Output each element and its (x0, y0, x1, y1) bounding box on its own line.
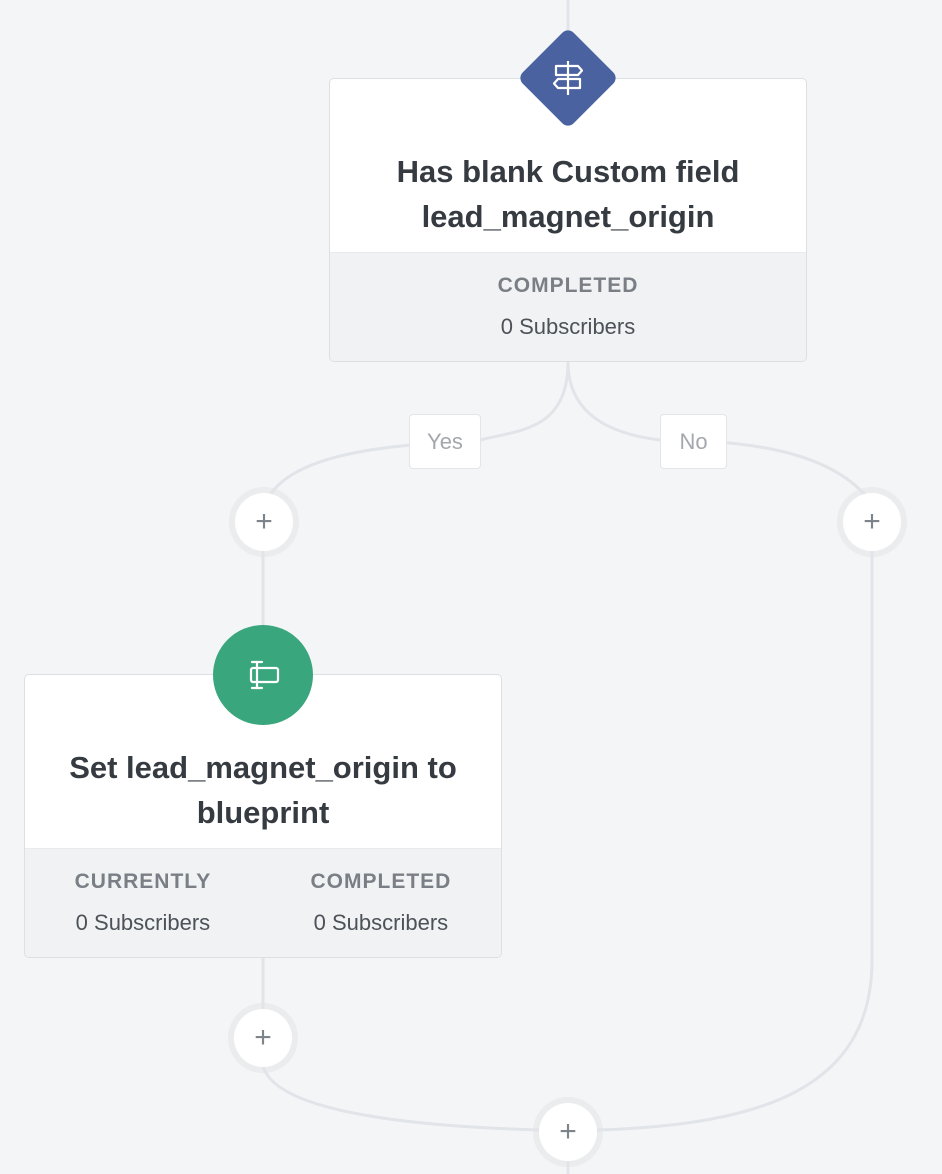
action-node-stats: CURRENTLY 0 Subscribers COMPLETED 0 Subs… (25, 848, 501, 957)
condition-node-stats: COMPLETED 0 Subscribers (330, 252, 806, 361)
stat-value: 0 Subscribers (75, 910, 211, 935)
stat-label: COMPLETED (310, 870, 452, 893)
connector-yes-merge (261, 1065, 541, 1132)
stat-label: CURRENTLY (74, 870, 212, 893)
action-title-line-2: blueprint (196, 795, 330, 830)
stat-value: 0 Subscribers (313, 910, 449, 935)
condition-node-title: Has blank Custom field lead_magnet_origi… (330, 149, 806, 239)
signpost-icon (552, 61, 584, 95)
action-badge-circle (213, 625, 313, 725)
no-branch-label[interactable]: No (660, 414, 727, 469)
action-badge[interactable] (213, 625, 313, 725)
add-step-button-merge[interactable]: + (539, 1103, 597, 1161)
stat-label: COMPLETED (497, 274, 639, 297)
add-step-button-no[interactable]: + (843, 493, 901, 551)
text-cursor-field-icon (249, 660, 280, 690)
action-stat-currently: CURRENTLY 0 Subscribers (75, 868, 212, 938)
add-step-button-yes[interactable]: + (235, 493, 293, 551)
action-stat-completed: COMPLETED 0 Subscribers (311, 868, 452, 938)
connector-no-down (595, 550, 874, 1132)
action-title-line-1: Set lead_magnet_origin to (69, 750, 457, 785)
stat-value: 0 Subscribers (500, 314, 636, 339)
condition-stat-completed: COMPLETED 0 Subscribers (498, 272, 639, 342)
add-step-button-after-action[interactable]: + (234, 1009, 292, 1067)
action-node-title: Set lead_magnet_origin to blueprint (25, 745, 501, 835)
condition-title-line-2: lead_magnet_origin (421, 199, 715, 234)
yes-branch-label[interactable]: Yes (409, 414, 481, 469)
condition-badge[interactable] (517, 27, 619, 129)
condition-title-line-1: Has blank Custom field (396, 154, 740, 189)
